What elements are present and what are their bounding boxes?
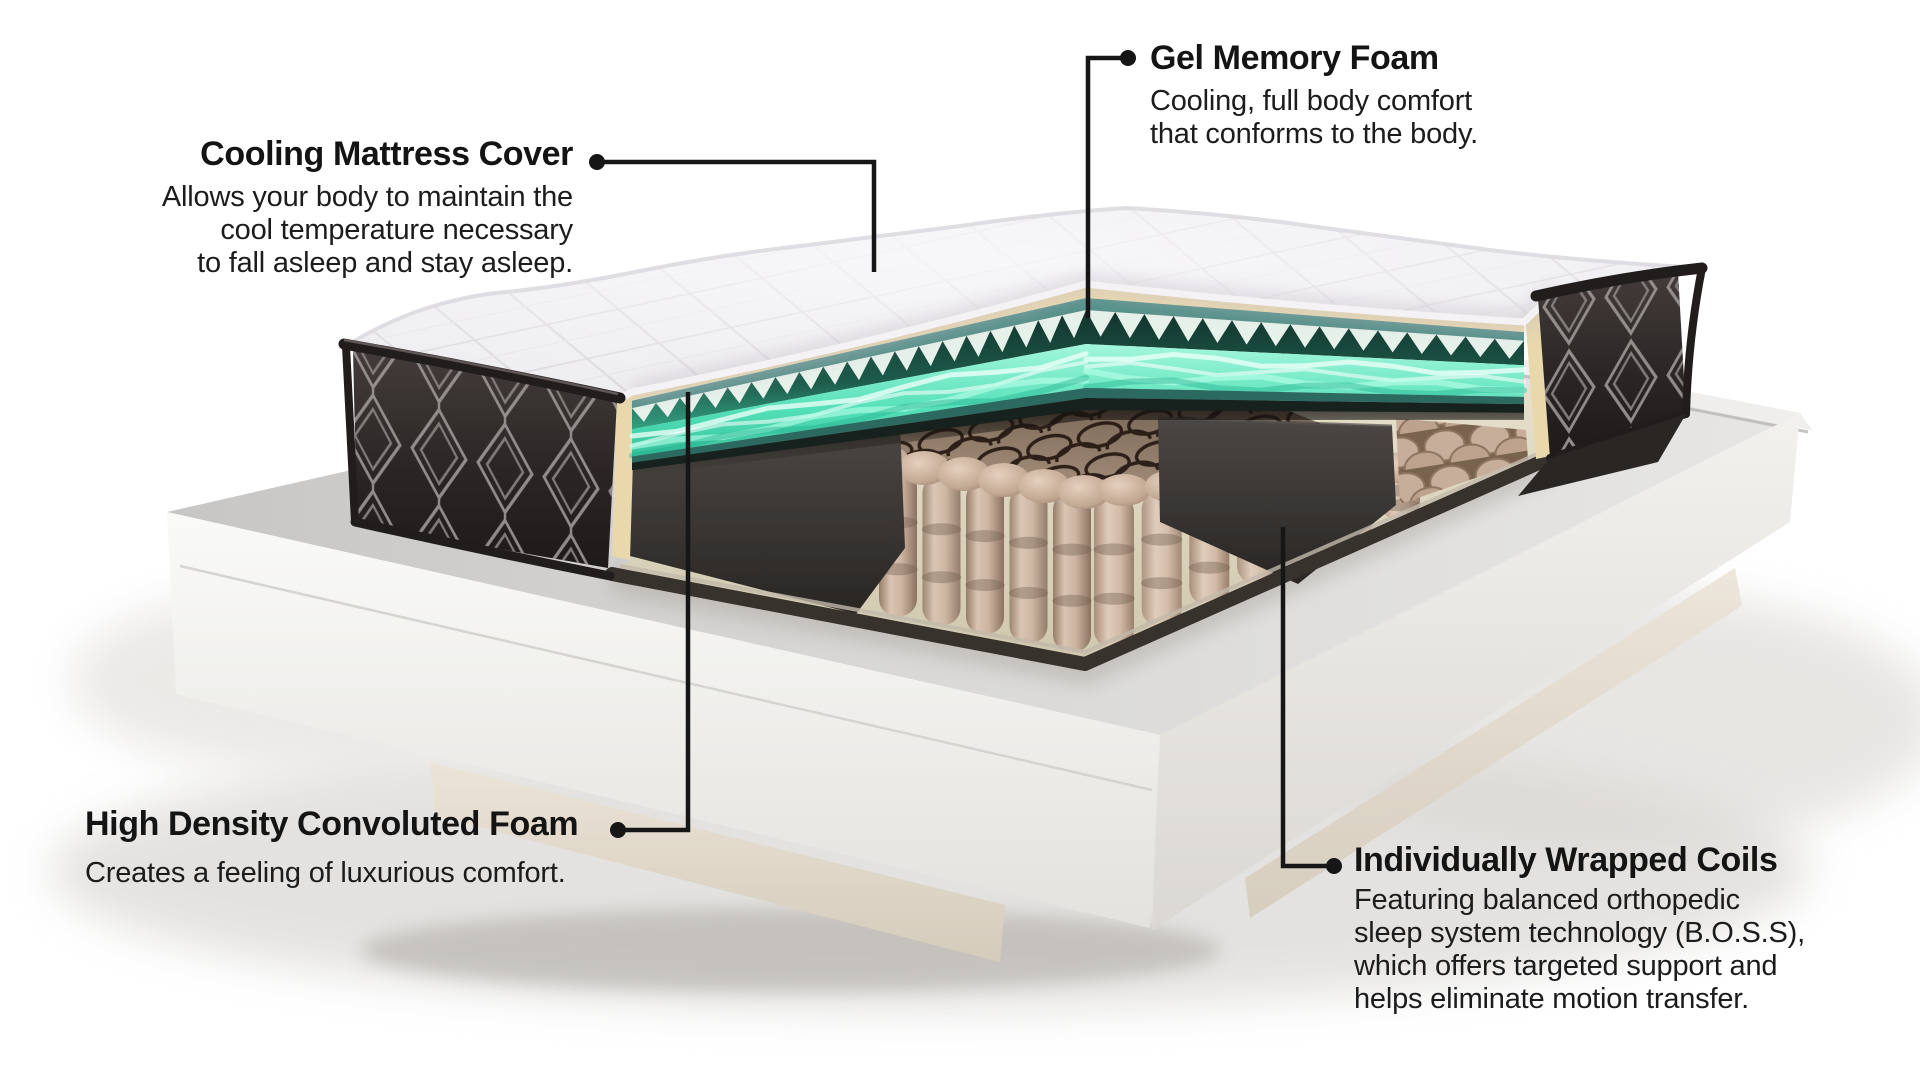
callout-text-line: Allows your body to maintain the [161,181,573,213]
callout-text-line: Creates a feeling of luxurious comfort. [85,857,566,889]
callout-cooling-mattress-cover: Cooling Mattress Cover Allows your body … [161,135,574,280]
leader-line [618,392,691,833]
left-side-panel [338,338,626,581]
charcoal-foam-block-left [625,423,905,614]
platform-front-face [167,512,1160,928]
coil-pocket-column [965,481,1005,634]
coil-pockets-right [1396,418,1528,504]
callout-text-line: Cooling, full body comfort [1150,85,1473,117]
callout-gel-memory-foam: Gel Memory Foam Cooling, full body comfo… [1150,40,1478,151]
callout-text-line: cool temperature necessary [220,214,573,246]
layer-under-shadow [632,398,1524,471]
coil-pocket-column [1052,492,1092,652]
mattress-bottom-binding [605,450,1557,671]
gel-swirl [630,360,1088,448]
leader-line [597,159,877,272]
callout-dots [589,50,1342,874]
callout-dot [589,154,605,170]
coil-pocket-cap [1018,469,1070,503]
callout-title: Individually Wrapped Coils [1354,841,1778,879]
callout-text-line: which offers targeted support and [1354,950,1778,982]
callout-individually-wrapped-coils: Individually Wrapped Coils Featuring bal… [1354,842,1805,1016]
platform-plinth [430,762,1005,962]
coil-pocket-cap [1058,475,1110,509]
gel-swirl [1083,377,1527,398]
mattress-underside-shadow [1518,414,1686,496]
platform-plinth-right [1245,568,1742,918]
callout-title: Cooling Mattress Cover [200,135,573,173]
callout-dot [1326,858,1342,874]
gel-swirl [629,377,1089,450]
callout-high-density-convoluted-foam: High Density Convoluted Foam Creates a f… [85,805,579,890]
coil-pocket-cap [1098,474,1150,506]
coil-pocket-column [1008,486,1049,643]
gel-swirl [1083,351,1527,376]
callout-title: Gel Memory Foam [1150,39,1439,77]
callout-text-line: helps eliminate motion transfer. [1354,983,1749,1015]
gel-swirl [629,351,1089,439]
right-side-panel [1518,262,1708,496]
coil-pocket-cap [938,457,990,491]
coil-columns-left-face [878,470,1092,652]
convoluted-foam-teeth [1086,310,1524,359]
gel-swirl [1083,367,1527,394]
callout-title: High Density Convoluted Foam [85,805,579,843]
foam-edge-left [612,394,635,560]
coil-pocket-cap [978,463,1030,497]
callout-text-line: sleep system technology (B.O.S.S), [1354,917,1805,949]
coil-pocket-cap [898,451,950,485]
coil-pocket-column [1093,494,1135,648]
leader-line [1280,527,1334,869]
platform-right-face [1152,413,1800,930]
callout-dot [1120,50,1136,66]
gel-memory-foam-band [632,344,1524,457]
callout-text-line: that conforms to the body. [1150,118,1478,150]
callout-text-line: to fall asleep and stay asleep. [197,247,573,279]
layer-contact-shadow [632,398,1524,477]
side-panels [338,262,1708,581]
callout-text-line: Featuring balanced orthopedic [1354,884,1740,916]
callout-dot [610,822,626,838]
gel-swirl [629,374,1089,459]
callout-leader-lines [597,55,1334,869]
convoluted-foam-teeth [632,310,1086,422]
gel-swirl [1084,360,1526,384]
coil-pocket-column [921,475,962,625]
gel-bottom-edge [632,388,1524,463]
leader-line [1085,55,1128,318]
